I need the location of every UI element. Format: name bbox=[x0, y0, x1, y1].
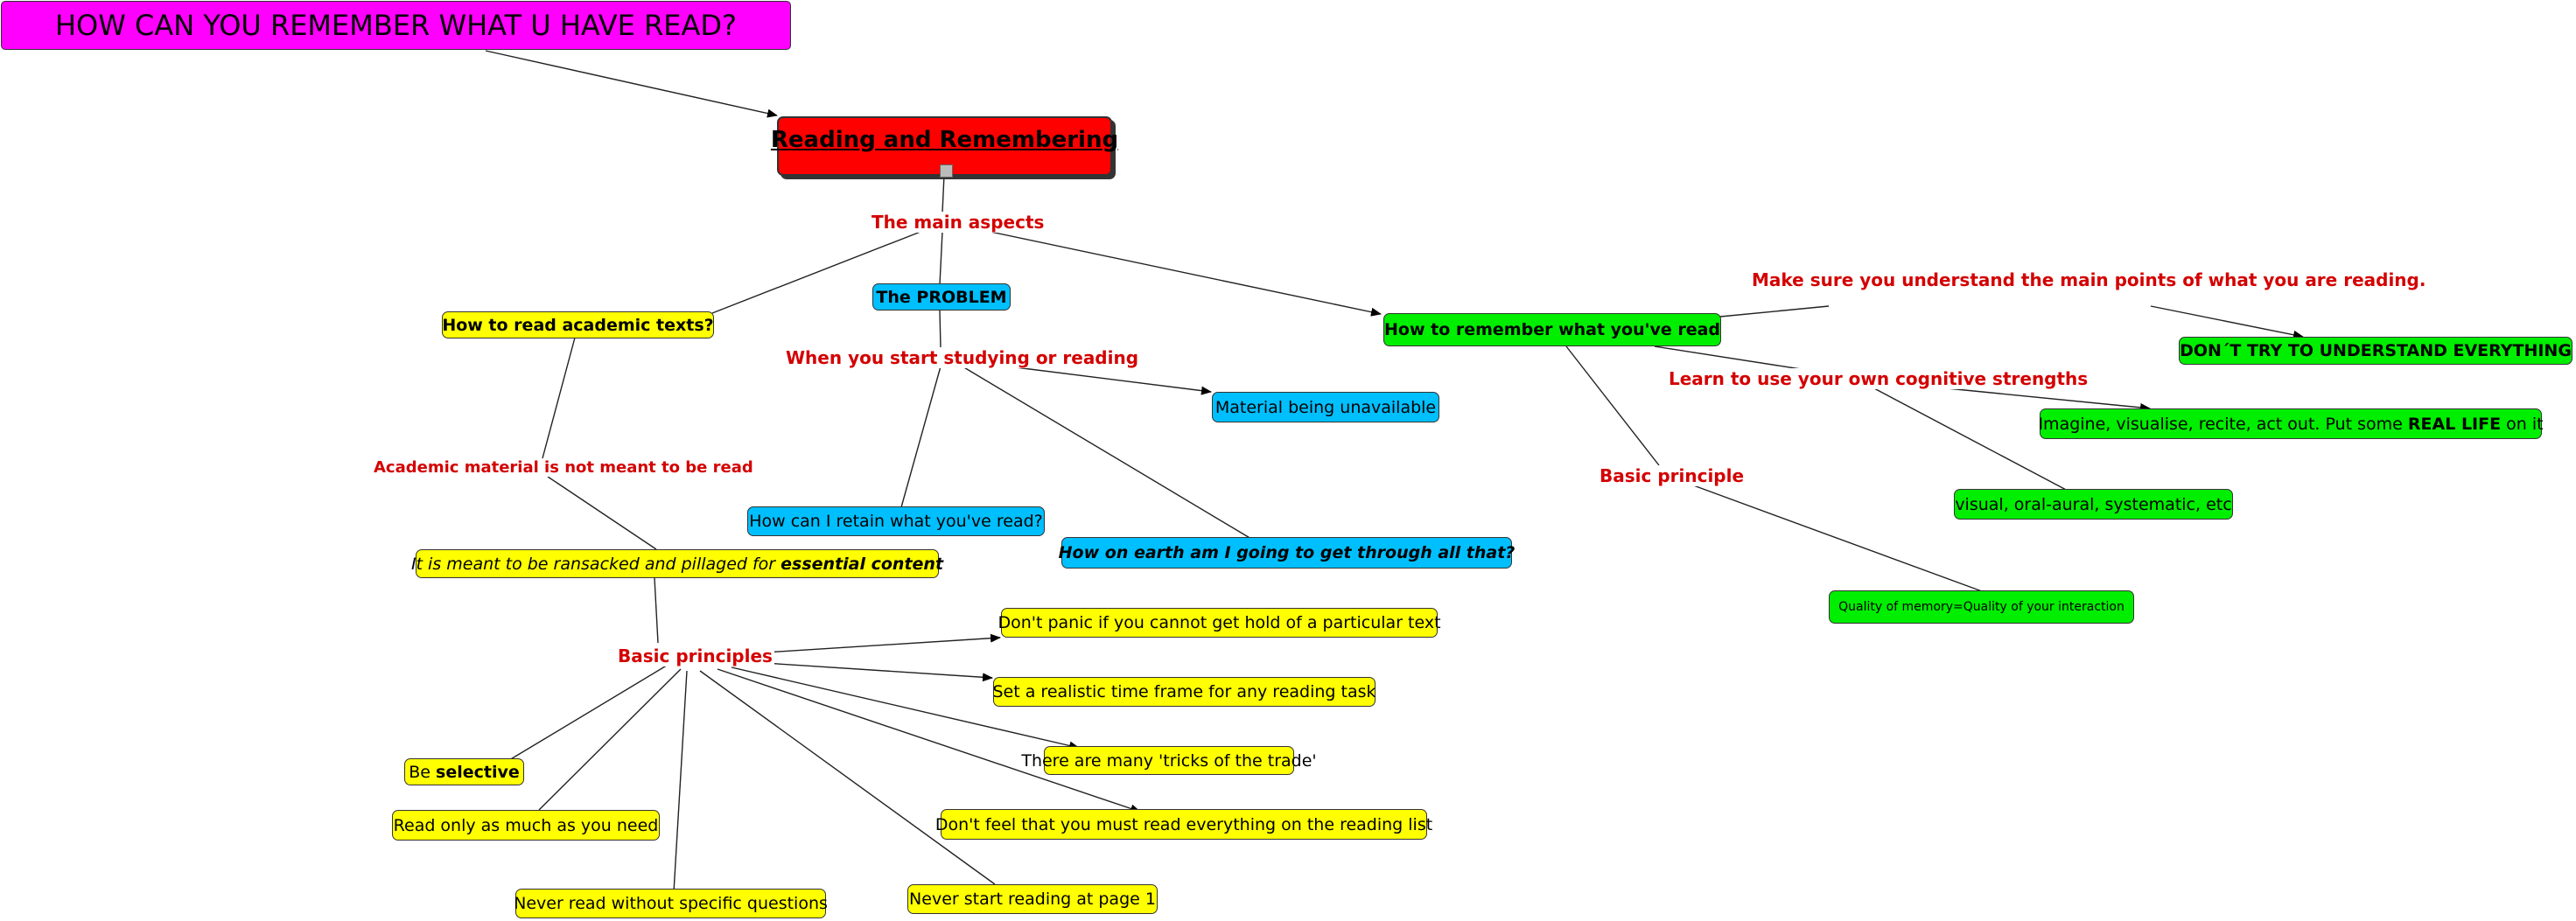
node-material-unavailable-text: Material being unavailable bbox=[1214, 397, 1437, 417]
node-ransacked[interactable]: It is meant to be ransacked and pillaged… bbox=[411, 549, 943, 578]
label-make-sure: Make sure you understand the main points… bbox=[1750, 269, 2428, 290]
ransacked-prefix: It is meant to be ransacked and pillaged… bbox=[410, 554, 781, 574]
node-get-through-text: How on earth am I going to get through a… bbox=[1058, 543, 1516, 562]
node-dont-feel[interactable]: Don't feel that you must read everything… bbox=[935, 809, 1432, 840]
node-visual[interactable]: visual, oral-aural, systematic, etc bbox=[1954, 489, 2233, 520]
label-main-aspects: The main aspects bbox=[870, 212, 1046, 233]
label-academic-material: Academic material is not meant to be rea… bbox=[372, 458, 755, 477]
label-basic-principle: Basic principle bbox=[1598, 465, 1746, 486]
node-visual-text: visual, oral-aural, systematic, etc bbox=[1955, 494, 2232, 514]
node-dont-feel-text: Don't feel that you must read everything… bbox=[934, 814, 1433, 834]
node-how-to-remember-text: How to remember what you've read bbox=[1383, 320, 1721, 339]
node-retain[interactable]: How can I retain what you've read? bbox=[747, 506, 1045, 536]
node-problem-text: The PROBLEM bbox=[876, 287, 1007, 307]
node-how-to-read-text: How to read academic texts? bbox=[442, 315, 714, 335]
imagine-suffix: on it bbox=[2501, 414, 2544, 434]
node-problem[interactable]: The PROBLEM bbox=[872, 283, 1011, 310]
node-quality-text: Quality of memory=Quality of your intera… bbox=[1838, 600, 2124, 614]
node-never-without[interactable]: Never read without specific questions bbox=[514, 889, 828, 918]
node-realistic-text: Set a realistic time frame for any readi… bbox=[992, 682, 1376, 701]
root-concept-text: Reading and Remembering bbox=[770, 127, 1119, 153]
node-material-unavailable[interactable]: Material being unavailable bbox=[1212, 392, 1439, 422]
expand-icon[interactable] bbox=[940, 164, 953, 178]
node-dont-panic[interactable]: Don't panic if you cannot get hold of a … bbox=[998, 608, 1441, 638]
node-be-selective-text: Be selective bbox=[409, 763, 520, 782]
map-title-text: HOW CAN YOU REMEMBER WHAT U HAVE READ? bbox=[54, 9, 738, 42]
node-never-page1[interactable]: Never start reading at page 1 bbox=[907, 884, 1158, 914]
ransacked-bold: essential content bbox=[780, 554, 944, 574]
node-dont-panic-text: Don't panic if you cannot get hold of a … bbox=[998, 613, 1441, 632]
map-title: HOW CAN YOU REMEMBER WHAT U HAVE READ? bbox=[1, 1, 791, 50]
imagine-prefix: Imagine, visualise, recite, act out. Put… bbox=[2038, 414, 2408, 434]
node-how-to-remember[interactable]: How to remember what you've read bbox=[1383, 313, 1721, 346]
node-ransacked-text: It is meant to be ransacked and pillaged… bbox=[411, 555, 943, 574]
label-learn-cognitive: Learn to use your own cognitive strength… bbox=[1667, 368, 2090, 389]
node-read-only[interactable]: Read only as much as you need bbox=[392, 810, 660, 841]
node-dont-try-text: DON´T TRY TO UNDERSTAND EVERYTHING bbox=[2180, 341, 2572, 360]
label-when-start: When you start studying or reading bbox=[784, 347, 1141, 368]
node-retain-text: How can I retain what you've read? bbox=[749, 512, 1043, 531]
root-concept[interactable]: Reading and Remembering bbox=[771, 116, 1118, 178]
node-be-selective[interactable]: Be selective bbox=[404, 758, 524, 785]
be-bold: selective bbox=[436, 762, 520, 782]
node-get-through[interactable]: How on earth am I going to get through a… bbox=[1059, 537, 1515, 569]
be-prefix: Be bbox=[409, 762, 437, 782]
node-never-page1-text: Never start reading at page 1 bbox=[909, 890, 1156, 909]
imagine-bold: REAL LIFE bbox=[2407, 414, 2502, 434]
node-quality[interactable]: Quality of memory=Quality of your intera… bbox=[1829, 590, 2134, 624]
node-dont-try[interactable]: DON´T TRY TO UNDERSTAND EVERYTHING bbox=[2179, 337, 2572, 365]
node-tricks-text: There are many 'tricks of the trade' bbox=[1021, 750, 1317, 771]
node-realistic[interactable]: Set a realistic time frame for any readi… bbox=[993, 677, 1376, 707]
node-read-only-text: Read only as much as you need bbox=[393, 815, 659, 835]
node-tricks[interactable]: There are many 'tricks of the trade' bbox=[1021, 746, 1317, 775]
node-imagine-text: Imagine, visualise, recite, act out. Put… bbox=[2038, 415, 2543, 434]
node-how-to-read[interactable]: How to read academic texts? bbox=[442, 311, 714, 338]
node-never-without-text: Never read without specific questions bbox=[514, 894, 828, 913]
node-imagine[interactable]: Imagine, visualise, recite, act out. Put… bbox=[2038, 408, 2544, 439]
label-basic-principles: Basic principles bbox=[616, 645, 774, 666]
